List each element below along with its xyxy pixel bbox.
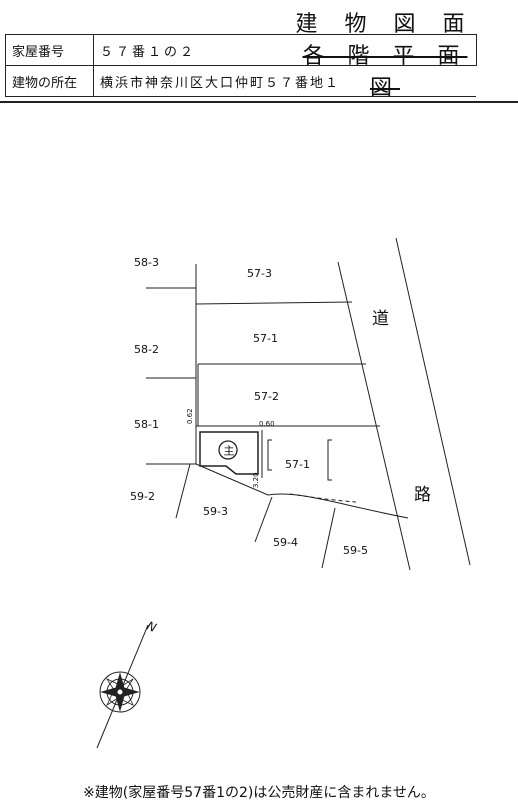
- lot-label: 59-4: [273, 536, 298, 549]
- dimension-label: 0.62: [186, 408, 194, 424]
- lot-label: 57-1: [253, 332, 278, 345]
- lot-label: 59-3: [203, 505, 228, 518]
- table-row: 建物の所在 横浜市神奈川区大口仲町５７番地１: [5, 65, 476, 97]
- lot-boundary-line: [195, 301, 353, 305]
- road-label-char: 路: [414, 485, 431, 505]
- road-edge-line: [337, 261, 411, 571]
- dimension-label: 3.20: [252, 472, 260, 488]
- lot-boundary-line: [267, 493, 409, 519]
- lot-boundary-line: [175, 463, 191, 519]
- lot-label: 58-1: [134, 418, 159, 431]
- compass-rose: [96, 624, 149, 749]
- table-row: 家屋番号 ５７番１の２: [5, 34, 477, 66]
- dimension-label: 0.60: [259, 420, 275, 428]
- header-divider: [0, 101, 518, 103]
- lot-label: 59-2: [130, 490, 155, 503]
- lot-label: 58-3: [134, 256, 159, 269]
- main-building-mark: 主: [224, 445, 235, 458]
- dashed-boundary-line: [289, 493, 357, 503]
- lot-boundary-line: [195, 463, 269, 496]
- lot-label: 57-1: [285, 458, 310, 471]
- lot-boundary-line: [321, 507, 336, 569]
- location-label: 建物の所在: [5, 65, 94, 97]
- house-number-label: 家屋番号: [5, 34, 94, 66]
- building-outline: [199, 431, 259, 475]
- info-table: 家屋番号 ５７番１の２ 建物の所在 横浜市神奈川区大口仲町５７番地１: [5, 34, 477, 97]
- lot-label: 57-3: [247, 267, 272, 280]
- compass-north-label: N: [145, 619, 159, 635]
- footnote: ※建物(家屋番号57番1の2)は公売財産に含まれません。: [83, 785, 435, 801]
- lot-boundary-line: [254, 496, 273, 543]
- lot-label: 58-2: [134, 343, 159, 356]
- bracket-mark: [267, 439, 272, 471]
- main-building-circle: [218, 440, 238, 460]
- lot-label: 59-5: [343, 544, 368, 557]
- road-label-char: 道: [372, 309, 389, 329]
- road-edge-line: [395, 237, 471, 566]
- house-number-value: ５７番１の２: [93, 34, 477, 66]
- bracket-mark: [327, 439, 332, 481]
- lot-label: 57-2: [254, 390, 279, 403]
- location-value: 横浜市神奈川区大口仲町５７番地１: [93, 65, 476, 97]
- title-line-1: 建 物 図 面: [295, 12, 475, 37]
